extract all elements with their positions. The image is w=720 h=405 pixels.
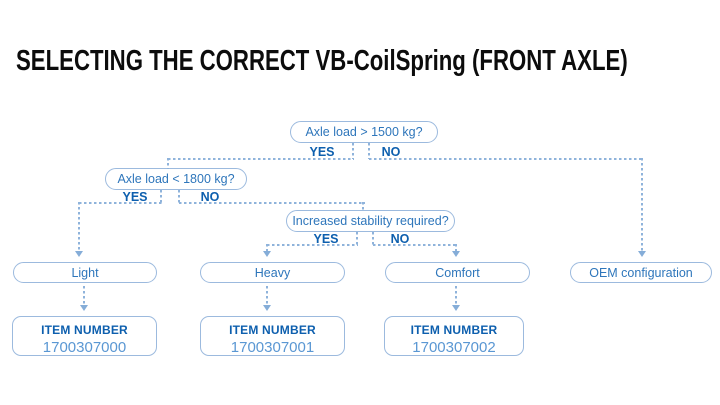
connector-line [83,286,85,305]
item-number-card-heavy: ITEM NUMBER 1700307001 [200,316,345,356]
connector-line [267,244,358,246]
item-number-card-light: ITEM NUMBER 1700307000 [12,316,157,356]
arrow-down-icon [80,305,88,311]
arrow-down-icon [452,305,460,311]
arrow-down-icon [452,251,460,257]
branch-label-no-stability: NO [390,232,410,246]
connector-line [368,143,370,159]
item-number-label: ITEM NUMBER [410,323,498,337]
connector-line [266,286,268,305]
connector-line [373,244,458,246]
item-number-value: 1700307000 [42,339,127,356]
item-number-label: ITEM NUMBER [41,323,128,337]
connector-line [369,158,643,160]
item-number-label: ITEM NUMBER [229,323,316,337]
branch-label-yes-1800: YES [122,190,148,204]
arrow-down-icon [638,251,646,257]
connector-line [362,202,364,211]
decision-pill-axle-load-1800: Axle load < 1800 kg? [105,168,247,190]
connector-line [160,190,162,203]
connector-line [455,286,457,305]
outcome-pill-comfort: Comfort [385,262,530,283]
branch-label-no-1800: NO [200,190,220,204]
arrow-down-icon [75,251,83,257]
connector-line [168,158,354,160]
connector-line [78,202,80,251]
branch-label-yes-1500: YES [309,145,335,159]
item-number-value: 1700307001 [230,339,315,356]
outcome-pill-heavy: Heavy [200,262,345,283]
connector-line [167,158,169,169]
connector-line [178,190,180,203]
connector-line [352,143,354,159]
connector-line [79,202,163,204]
outcome-pill-oem-configuration: OEM configuration [570,262,712,283]
connector-line [356,232,358,245]
outcome-pill-light: Light [13,262,157,283]
branch-label-no-1500: NO [381,145,401,159]
decision-pill-increased-stability: Increased stability required? [286,210,455,232]
connector-line [455,244,457,251]
connector-line [372,232,374,245]
page-title: SELECTING THE CORRECT VB-CoilSpring (FRO… [16,45,628,77]
decision-pill-axle-load-1500: Axle load > 1500 kg? [290,121,438,143]
item-number-value: 1700307002 [412,339,496,356]
item-number-card-comfort: ITEM NUMBER 1700307002 [384,316,524,356]
connector-line [641,158,643,251]
connector-line [179,202,365,204]
branch-label-yes-stability: YES [313,232,339,246]
arrow-down-icon [263,305,271,311]
connector-line [266,244,268,251]
arrow-down-icon [263,251,271,257]
